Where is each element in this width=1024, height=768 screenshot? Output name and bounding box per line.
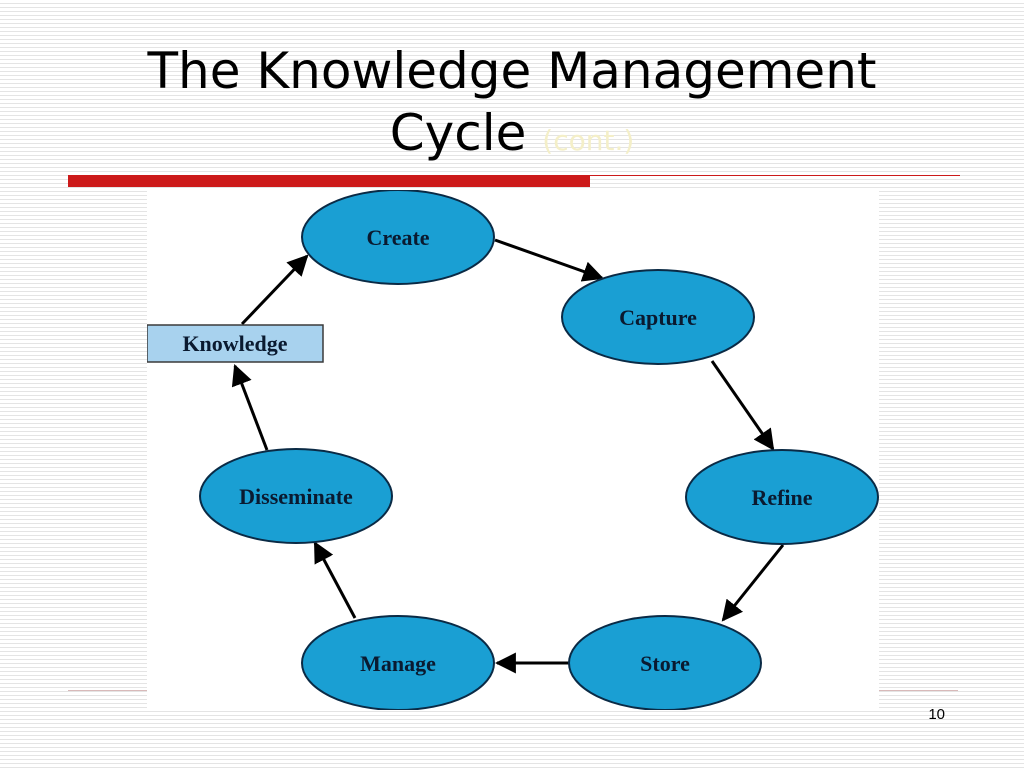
node-create-label: Create xyxy=(366,225,429,250)
edge-capture-refine xyxy=(710,360,775,451)
node-create-shape xyxy=(301,190,495,285)
node-capture: Capture xyxy=(561,269,755,365)
edge-create-capture xyxy=(494,238,604,282)
knowledge-box-rect xyxy=(147,324,324,363)
node-capture-shape xyxy=(561,269,755,365)
knowledge-box-label: Knowledge xyxy=(182,331,287,356)
title-accent-bar xyxy=(68,175,590,187)
knowledge-box: Knowledge xyxy=(147,324,324,363)
node-manage: Manage xyxy=(301,615,495,710)
node-disseminate-label: Disseminate xyxy=(239,484,353,509)
node-disseminate-shape xyxy=(199,448,393,544)
page-number: 10 xyxy=(928,706,945,723)
edges xyxy=(231,238,785,674)
node-store-shape xyxy=(568,615,762,710)
title-divider-line xyxy=(590,175,960,176)
node-refine-label: Refine xyxy=(751,485,812,510)
title-cont-suffix: (cont.) xyxy=(542,124,635,157)
title-line-2: Cycle (cont.) xyxy=(60,102,964,172)
node-refine: Refine xyxy=(685,449,879,545)
edge-knowledge-create xyxy=(240,254,309,326)
node-store: Store xyxy=(568,615,762,710)
title-cycle-word: Cycle xyxy=(389,104,527,162)
diagram-canvas: Knowledge Create Capture Refine Store Ma… xyxy=(147,190,879,710)
knowledge-cycle-diagram: Knowledge Create Capture Refine Store Ma… xyxy=(147,190,879,710)
edge-manage-disseminate xyxy=(313,541,357,619)
edge-disseminate-knowledge xyxy=(231,364,269,451)
node-store-label: Store xyxy=(640,651,690,676)
node-manage-shape xyxy=(301,615,495,710)
node-refine-shape xyxy=(685,449,879,545)
node-capture-label: Capture xyxy=(619,305,697,330)
slide-title: The Knowledge Management Cycle (cont.) xyxy=(60,40,964,172)
title-line-1: The Knowledge Management xyxy=(147,42,877,100)
edge-refine-store xyxy=(721,544,785,622)
node-disseminate: Disseminate xyxy=(199,448,393,544)
node-manage-label: Manage xyxy=(360,651,436,676)
node-create: Create xyxy=(301,190,495,285)
